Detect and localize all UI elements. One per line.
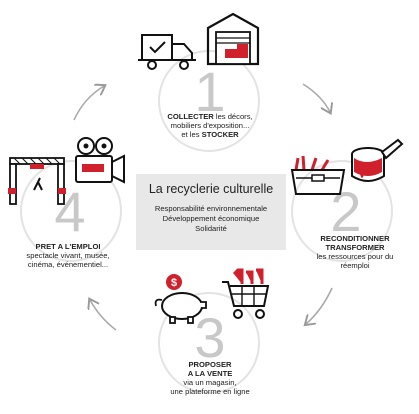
arrow-4-to-1 <box>73 86 104 121</box>
film-camera-icon <box>75 137 125 184</box>
svg-text:$: $ <box>171 277 177 289</box>
step-2-number: 2 <box>330 180 362 243</box>
step-1-number: 1 <box>194 60 226 123</box>
center-title: La recyclerie culturelle <box>148 182 274 196</box>
shopping-cart-icon <box>222 268 270 319</box>
step-4-circle <box>20 160 122 262</box>
toolbox-icon <box>290 155 346 195</box>
step-1-text: COLLECTER les décors, mobiliers d'exposi… <box>167 112 253 139</box>
center-line-2: Développement économique <box>162 214 260 223</box>
center-line-1: Responsabilité environnementale <box>154 204 268 213</box>
step-2-text: RECONDITIONNER TRANSFORMER les ressource… <box>316 234 394 270</box>
center-values: Responsabilité environnementale Développ… <box>136 204 286 234</box>
arrow-3-to-4 <box>90 300 117 331</box>
delivery-truck-icon <box>138 34 196 70</box>
arrow-1-to-2 <box>302 83 330 112</box>
paint-bucket-icon <box>351 138 404 182</box>
warehouse-icon <box>206 12 260 66</box>
piggy-bank-icon: $ <box>154 274 207 324</box>
step-3-number: 3 <box>194 306 226 369</box>
step-1-circle <box>158 50 260 152</box>
step-4-text: PRET A L'EMPLOI spectacle vivant, musée,… <box>26 242 110 269</box>
center-box: La recyclerie culturelle Responsabilité … <box>136 174 286 250</box>
arrow-2-to-3 <box>306 287 333 324</box>
step-3-text: PROPOSER A LA VENTE via un magasin, une … <box>170 360 250 396</box>
stage-truss-icon <box>8 157 66 205</box>
center-line-3: Solidarité <box>195 224 227 233</box>
